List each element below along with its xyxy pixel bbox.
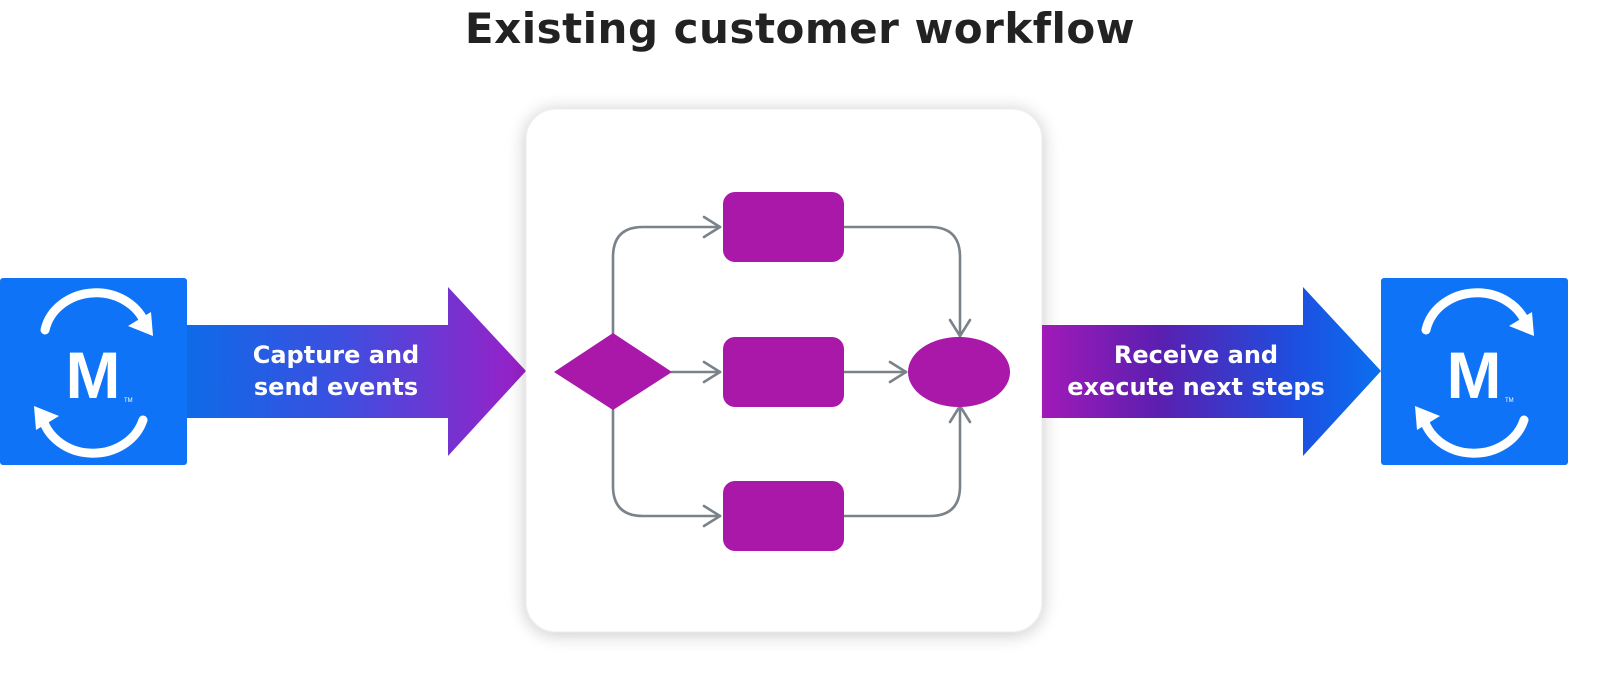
decision-diamond <box>554 333 672 410</box>
sync-arrows-icon <box>34 288 153 458</box>
receive-arrow <box>1042 287 1381 456</box>
capture-arrow <box>187 287 526 456</box>
receive-label-line2: execute next steps <box>1067 373 1325 401</box>
end-ellipse <box>908 337 1010 407</box>
receive-label-line1: Receive and <box>1113 341 1279 369</box>
process-box-bottom <box>723 481 844 551</box>
page-title: Existing customer workflow <box>464 4 1136 53</box>
logo-letter-left: M <box>66 338 121 412</box>
connector-decision-top <box>611 215 722 338</box>
sync-arrows-icon <box>1415 288 1534 458</box>
trademark-right: TM <box>1505 398 1514 404</box>
logo-left: M TM <box>0 278 187 465</box>
connector-bottom-end <box>842 404 972 518</box>
connectors <box>611 215 972 528</box>
connector-decision-bottom <box>611 405 722 528</box>
process-box-middle <box>723 337 844 407</box>
capture-label-line1: Capture and <box>252 341 420 369</box>
capture-arrow-label: Capture and send events <box>196 339 476 403</box>
capture-label-line2: send events <box>253 373 419 401</box>
connector-top-end <box>842 225 972 338</box>
logo-letter-right: M <box>1447 338 1502 412</box>
receive-arrow-label: Receive and execute next steps <box>1046 339 1346 403</box>
process-box-top <box>723 192 844 262</box>
trademark-left: TM <box>124 398 133 404</box>
logo-right: M TM <box>1381 278 1568 465</box>
